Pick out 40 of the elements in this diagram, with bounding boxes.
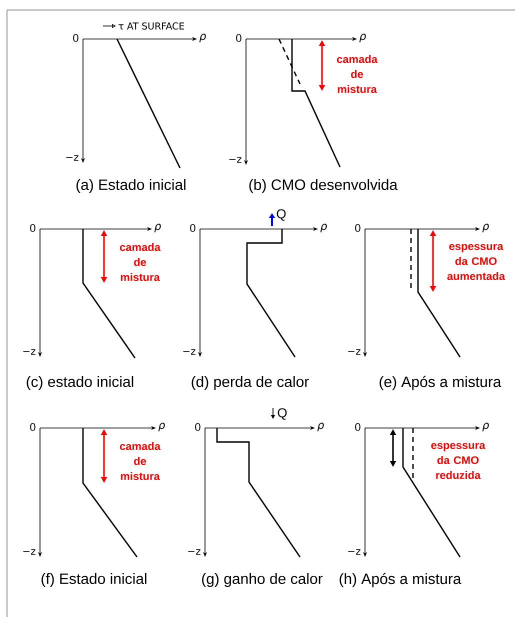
axis-label: −z (23, 549, 36, 555)
panel-caption: (h) Após a mistura (340, 572, 462, 588)
panel-caption: (c) estado inicial (26, 376, 134, 390)
axis-label: −z (348, 549, 360, 555)
axis-label: 0 (190, 224, 196, 232)
annotation: camada de mistura (120, 442, 161, 480)
heat-label: Q (278, 408, 287, 420)
annotation: camada de mistura (336, 54, 378, 94)
axis-label: −z (229, 157, 242, 163)
axis-label: ρ (199, 34, 206, 42)
panel-caption: (b) CMO desenvolvida (249, 179, 398, 193)
axis-label: ρ (158, 422, 165, 432)
axis-label: ρ (317, 422, 324, 432)
axis-label: ρ (320, 224, 327, 232)
axis-label: 0 (73, 34, 78, 42)
axis-label: 0 (195, 423, 200, 431)
axis-label: ρ (482, 422, 489, 432)
annotation: camada de mistura (120, 242, 161, 282)
axis-label: ρ (359, 34, 366, 42)
panel-caption: (e) Após a mistura (380, 376, 502, 390)
panel-caption: (a) Estado inicial (76, 179, 186, 193)
axis-label: 0 (355, 224, 360, 232)
panel-caption: (g) ganho de calor (202, 573, 323, 587)
axis-label: 0 (30, 423, 36, 431)
axis-label: ρ (154, 224, 161, 232)
axis-label: −z (348, 349, 360, 355)
axis-label: −z (66, 155, 78, 161)
axis-label: ρ (482, 224, 489, 232)
panel-caption: (d) perda de calor (192, 376, 309, 390)
panel-caption: (f) Estado inicial (42, 573, 146, 587)
heat-label: Q (276, 209, 286, 221)
axis-label: 0 (355, 423, 360, 431)
axis-label: −z (23, 349, 36, 355)
axis-label: 0 (30, 224, 36, 232)
annotation: espessura da CMO aumentada (447, 244, 506, 280)
axis-label: −z (183, 349, 196, 355)
axis-label: 0 (236, 34, 242, 42)
annotation: espessura da CMO reduzida (431, 442, 486, 480)
surface-label: τ AT SURFACE (118, 22, 184, 30)
axis-label: −z (188, 549, 200, 555)
